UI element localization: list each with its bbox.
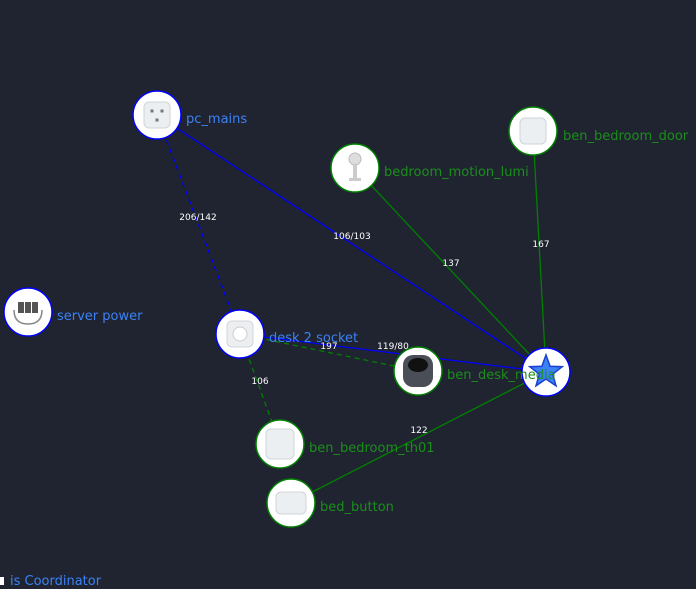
eu-smart-socket-icon [226,320,254,348]
node-label[interactable]: pc_mains [186,112,247,127]
link-quality-label: 137 [442,259,459,269]
uk-smart-plug-icon [143,101,171,129]
node-label[interactable]: server power [57,309,143,324]
legend-text: is Coordinator [10,574,102,589]
door-sensor-icon [519,117,547,145]
node-coordinator[interactable] [521,347,571,397]
link-quality-label: 197 [320,342,337,352]
motion-sensor-icon [348,152,362,181]
link-quality-label: 106/103 [333,232,370,242]
node-label[interactable]: desk 2 socket [269,331,358,346]
power-strip-icon [13,302,43,325]
legend-coordinator: is Coordinator [0,574,101,589]
node-label[interactable]: bedroom_motion_lumi [384,165,529,180]
link-ben_bedroom_door-coordinator [532,130,547,373]
node-label[interactable]: ben_bedroom_door [563,129,689,144]
link-desk_2_socket-coordinator [239,333,547,373]
link-quality-label: 206/142 [179,213,216,223]
link-quality-label: 167 [532,240,549,250]
node-label[interactable]: ben_bedroom_th01 [309,441,435,456]
link-bed_button-coordinator [290,371,547,504]
link-desk_2_socket-ben_desk_media [239,333,419,372]
button-icon [275,491,307,515]
node-pc_mains[interactable]: pc_mains [132,90,247,140]
legend-marker-icon [0,577,4,585]
temp-sensor-icon [265,428,295,460]
node-label[interactable]: bed_button [320,500,394,515]
knob-icon [403,355,433,387]
node-label[interactable]: ben_desk_media [447,368,556,383]
star-icon [527,352,565,388]
node-bed_button[interactable]: bed_button [266,478,394,528]
node-ben_desk_media[interactable]: ben_desk_media [393,346,556,396]
link-pc_mains-desk_2_socket [156,114,241,335]
node-server_power[interactable]: server power [3,287,143,337]
link-quality-label: 122 [410,426,427,436]
node-bedroom_motion_lumi[interactable]: bedroom_motion_lumi [330,143,529,193]
link-pc_mains-coordinator [156,114,547,373]
node-desk_2_socket[interactable]: desk 2 socket [215,309,358,359]
link-quality-label: 119/80 [377,342,409,352]
node-ben_bedroom_door[interactable]: ben_bedroom_door [508,106,689,156]
link-bedroom_motion_lumi-coordinator [354,167,547,373]
node-ben_bedroom_th01[interactable]: ben_bedroom_th01 [255,419,435,469]
link-quality-label: 106 [251,377,268,387]
